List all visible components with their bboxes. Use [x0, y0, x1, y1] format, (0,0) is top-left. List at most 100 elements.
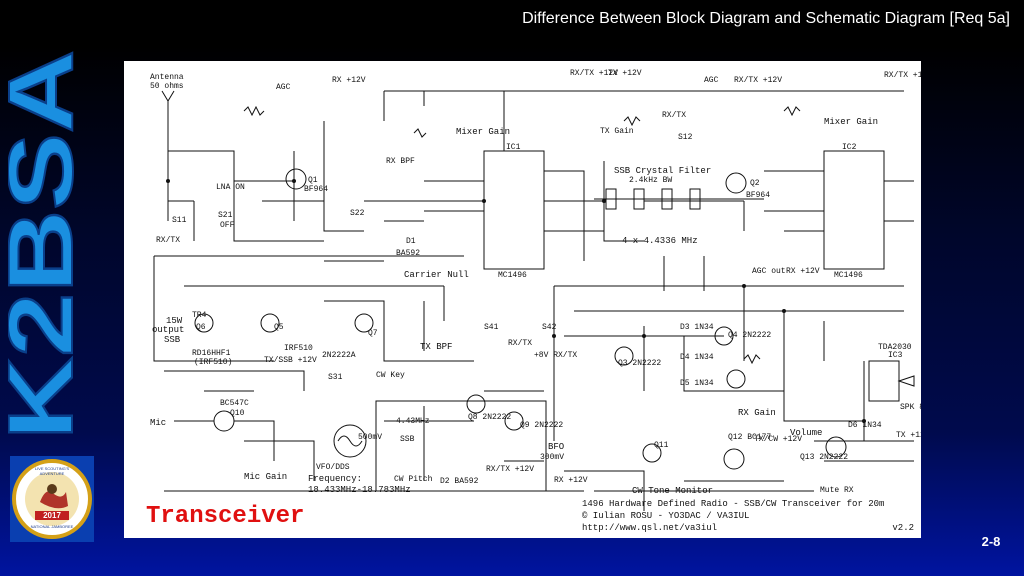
label-agc-2: AGC — [704, 76, 719, 85]
label-cw-tone-monitor: CW Tone Monitor — [632, 486, 714, 496]
label-speaker: SPK 8W — [900, 403, 921, 412]
label-mic-gain: Mic Gain — [244, 472, 288, 482]
label-q4: Q4 2N2222 — [728, 331, 772, 340]
label-bf964-1: BF964 — [304, 185, 329, 194]
label-mc1496-1: MC1496 — [498, 271, 527, 280]
jamboree-badge: 2017 LIVE SCOUTING'S ADVENTURE NATIONAL … — [10, 456, 94, 542]
label-q5: Q5 — [274, 323, 284, 332]
label-d5: D5 1N34 — [680, 379, 714, 388]
label-bc547c: BC547C — [220, 399, 249, 408]
label-tr4: TR4 — [192, 311, 207, 320]
label-mute-rx: Mute RX — [820, 486, 854, 495]
label-tx-gain: TX Gain — [600, 127, 634, 136]
label-rxtx-switch-2: RX/TX — [662, 111, 687, 120]
jamboree-badge-icon — [10, 456, 94, 542]
label-q9: Q9 2N2222 — [520, 421, 564, 430]
label-mc1496-2: MC1496 — [834, 271, 863, 280]
label-ssb-crystal-filter: SSB Crystal Filter — [614, 166, 712, 176]
label-xtal-443: 4.43MHz — [396, 417, 430, 426]
label-q2: Q2 — [750, 179, 760, 188]
label-q13: Q13 2N2222 — [800, 453, 849, 462]
label-rd16hhf1: RD16HHF1 — [192, 349, 231, 358]
label-output: output — [152, 325, 185, 335]
label-rxtx-switch: RX/TX — [156, 236, 181, 245]
label-d3: D3 1N34 — [680, 323, 714, 332]
label-8v-rxtx: +8V RX/TX — [534, 351, 578, 360]
label-rxtx-12v-4: RX/TX +12V — [486, 465, 535, 474]
label-ssb: SSB — [164, 335, 181, 345]
label-rx-12v-3: RX +12V — [554, 476, 588, 485]
badge-top-text: LIVE SCOUTING'S ADVENTURE — [34, 466, 70, 476]
label-s21: S21 — [218, 211, 233, 220]
label-rx-bpf: RX BPF — [386, 157, 415, 166]
page-number: 2-8 — [981, 534, 1001, 549]
k2bsa-brand-logo: K2BSA — [0, 30, 93, 450]
label-carrier-null: Carrier Null — [404, 270, 469, 280]
label-agc-out: AGC out — [752, 267, 786, 276]
label-cw-key: CW Key — [376, 371, 405, 380]
label-cw-pitch: CW Pitch — [394, 475, 433, 484]
label-bfo-level: 300mV — [540, 453, 565, 462]
label-rx-12v: RX +12V — [332, 76, 366, 85]
label-vfo-dds: VFO/DDS — [316, 463, 350, 472]
schematic-wiring — [153, 90, 915, 511]
label-bandwidth: 2.4kHz BW — [629, 176, 673, 185]
label-s22: S22 — [350, 209, 365, 218]
label-off: OFF — [220, 221, 235, 230]
label-bf964-2: BF964 — [746, 191, 771, 200]
label-lna-on: LNA ON — [216, 183, 245, 192]
label-ba592: BA592 — [396, 249, 421, 258]
label-s12: S12 — [678, 133, 693, 142]
label-volume: Volume — [790, 428, 823, 438]
label-ssb-2: SSB — [400, 435, 415, 444]
label-tx-cw-12v: TX/CW +12V — [754, 435, 803, 444]
label-tx-12v: TX +12V — [608, 69, 642, 78]
label-q3: Q3 2N2222 — [618, 359, 662, 368]
label-rx-gain: RX Gain — [738, 408, 776, 418]
label-irf510: IRF510 — [284, 344, 313, 353]
label-tx-12v-2: TX +12V — [896, 431, 921, 440]
label-s42: S42 — [542, 323, 557, 332]
svg-text:K2BSA: K2BSA — [8, 50, 90, 440]
label-d4: D4 1N34 — [680, 353, 714, 362]
label-antenna-ohms: 50 ohms — [150, 82, 184, 91]
label-bfo: BFO — [548, 442, 565, 452]
label-crystals: 4 x 4.4336 MHz — [622, 236, 698, 246]
label-frequency-range: 18.433MHz-18.783MHz — [308, 485, 411, 495]
label-antenna: Antenna — [150, 73, 184, 82]
label-tda2030: TDA2030 — [878, 343, 912, 352]
info-line: © Iulian ROSU - YO3DAC / VA3IUL — [582, 511, 750, 521]
slide-title: Difference Between Block Diagram and Sch… — [522, 10, 1010, 27]
label-ic3: IC3 — [888, 351, 903, 360]
label-rxtx-12v-2: RX/TX +12V — [734, 76, 783, 85]
schematic-caption: Transceiver — [146, 503, 305, 530]
label-tx-ssb-12v: TX/SSB +12V — [264, 356, 317, 365]
label-d2: D2 BA592 — [440, 477, 479, 486]
label-frequency: Frequency: — [308, 474, 363, 484]
info-line: 1496 Hardware Defined Radio - SSB/CW Tra… — [582, 499, 885, 509]
label-q1: Q1 — [308, 176, 318, 185]
label-q10: Q10 — [230, 409, 245, 418]
brand-lettering-icon: K2BSA — [0, 49, 93, 441]
label-s31: S31 — [328, 373, 343, 382]
label-ic2: IC2 — [842, 143, 857, 152]
badge-year: 2017 — [43, 511, 61, 520]
label-d1: D1 — [406, 237, 416, 246]
info-line: http://www.qsl.net/va3iul — [582, 523, 718, 533]
label-q8: Q8 2N2222 — [468, 413, 512, 422]
label-rxtx-12v-3: RX/TX +12V — [884, 71, 921, 80]
label-vfo-level: 500mV — [358, 433, 383, 442]
label-mixer-gain-1: Mixer Gain — [456, 127, 511, 137]
label-q7: Q7 — [368, 329, 378, 338]
label-s41: S41 — [484, 323, 499, 332]
label-rxtx-12v: RX/TX +12V — [570, 69, 619, 78]
label-15w: 15W — [166, 316, 183, 326]
label-s11: S11 — [172, 216, 187, 225]
label-ic1: IC1 — [506, 143, 521, 152]
label-q11: Q11 — [654, 441, 669, 450]
label-q6: Q6 — [196, 323, 206, 332]
label-2n2222a: 2N2222A — [322, 351, 356, 360]
label-agc: AGC — [276, 83, 291, 92]
schematic-version: v2.2 — [892, 523, 914, 533]
